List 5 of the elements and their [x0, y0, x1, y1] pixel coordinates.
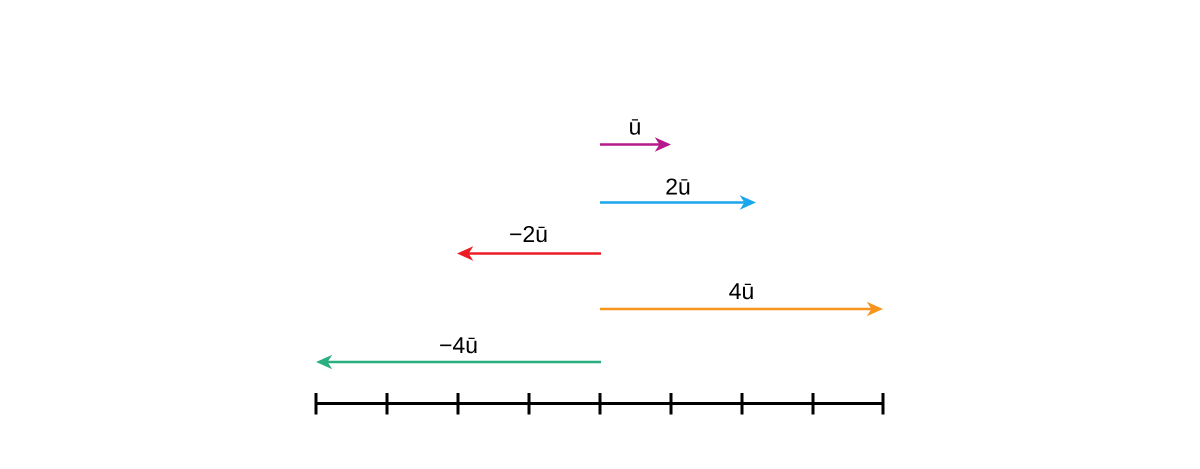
- vector-label: −4ū: [440, 337, 477, 354]
- vector-label: −2ū: [510, 225, 547, 243]
- vector-label: 2ū: [666, 178, 690, 195]
- vector-label: ū: [630, 119, 640, 135]
- vector-label: 4ū: [729, 283, 753, 300]
